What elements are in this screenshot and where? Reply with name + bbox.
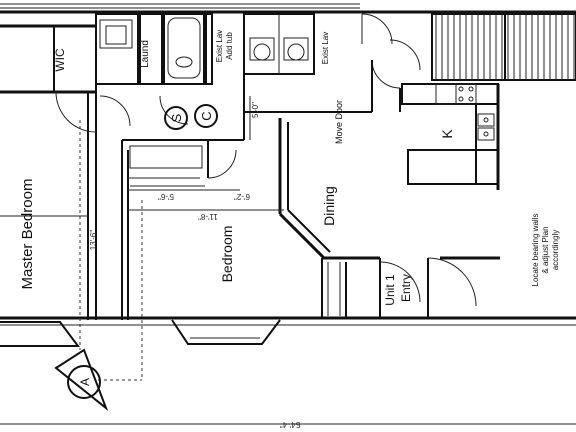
utility-symbols: S C — [164, 104, 218, 130]
note-move-door: Move Door — [334, 100, 344, 144]
label-dining: Dining — [321, 186, 337, 226]
partition-wall — [278, 118, 331, 260]
note-add-tub: Add tub — [225, 32, 234, 60]
dim-54-4: 54'-4" — [280, 420, 301, 429]
section-leader — [79, 120, 143, 381]
top-exterior-wall — [0, 3, 576, 14]
dim-5-6: 5'-6" — [158, 192, 174, 201]
label-master-bedroom: Master Bedroom — [19, 179, 36, 290]
unit-entry — [321, 256, 500, 318]
laundry-bath-block — [95, 13, 213, 85]
dim-5-0: 5'-0" — [251, 102, 260, 118]
label-bedroom: Bedroom — [219, 226, 235, 283]
label-wic: WIC — [53, 48, 67, 72]
dim-13-6: 13'-6" — [89, 230, 98, 251]
label-kitchen: K — [439, 129, 455, 139]
dim-11-8: 11'-8" — [198, 212, 218, 221]
symbol-c: C — [199, 111, 214, 120]
stairs — [431, 13, 576, 81]
section-marker: A — [54, 348, 109, 412]
note-locate-1: Locate bearing walls — [531, 214, 540, 287]
kitchen — [401, 83, 500, 190]
lavatories — [243, 13, 315, 112]
door-swings-top — [361, 13, 421, 112]
note-exist-lav-2: Exist Lav — [215, 30, 224, 62]
label-entry: Entry — [399, 274, 413, 302]
symbol-s: S — [169, 113, 184, 122]
bottom-exterior-wall — [0, 316, 576, 347]
interior-walls — [0, 24, 372, 320]
label-unit-1: Unit 1 — [383, 274, 397, 306]
note-locate-3: accordingly — [551, 230, 560, 270]
section-marker-label: A — [78, 378, 92, 386]
dim-6-2: 6'-2" — [234, 192, 250, 201]
dimension-lines — [0, 96, 576, 425]
label-laund: Laund — [140, 40, 151, 68]
note-exist-lav: Exist Lav — [321, 32, 330, 64]
note-locate-2: & adjust Plan — [541, 226, 550, 273]
